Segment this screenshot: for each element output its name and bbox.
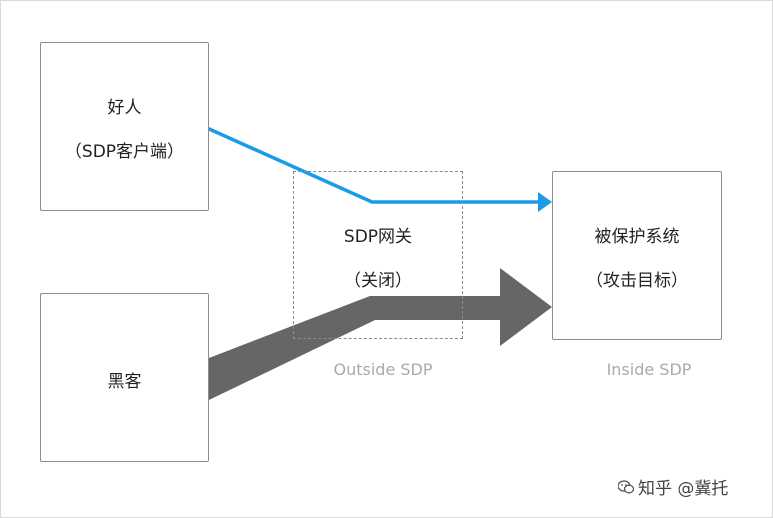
sdp-gateway-node: SDP网关 （关闭）	[293, 171, 463, 339]
good-user-subtitle: （SDP客户端）	[64, 142, 185, 162]
good-user-node: 好人 （SDP客户端）	[40, 42, 209, 211]
inside-sdp-label: Inside SDP	[606, 360, 692, 379]
protected-system-subtitle: （攻击目标）	[586, 271, 688, 291]
attack-arrow	[209, 268, 552, 400]
sdp-gateway-title: SDP网关	[343, 227, 413, 247]
hacker-title: 黑客	[107, 372, 142, 392]
outside-sdp-label: Outside SDP	[333, 360, 433, 379]
sdp-gateway-subtitle: （关闭）	[344, 271, 412, 291]
good-user-title: 好人	[107, 98, 142, 118]
legit-arrow-line	[206, 126, 540, 204]
protected-system-title: 被保护系统	[594, 227, 680, 247]
watermark-text: 知乎 @冀托	[638, 479, 729, 499]
legit-arrow-head	[538, 192, 552, 212]
protected-system-node: 被保护系统 （攻击目标）	[552, 171, 722, 340]
hacker-node: 黑客	[40, 293, 209, 462]
watermark: 知乎 @冀托	[617, 474, 729, 499]
wechat-icon	[617, 479, 635, 499]
